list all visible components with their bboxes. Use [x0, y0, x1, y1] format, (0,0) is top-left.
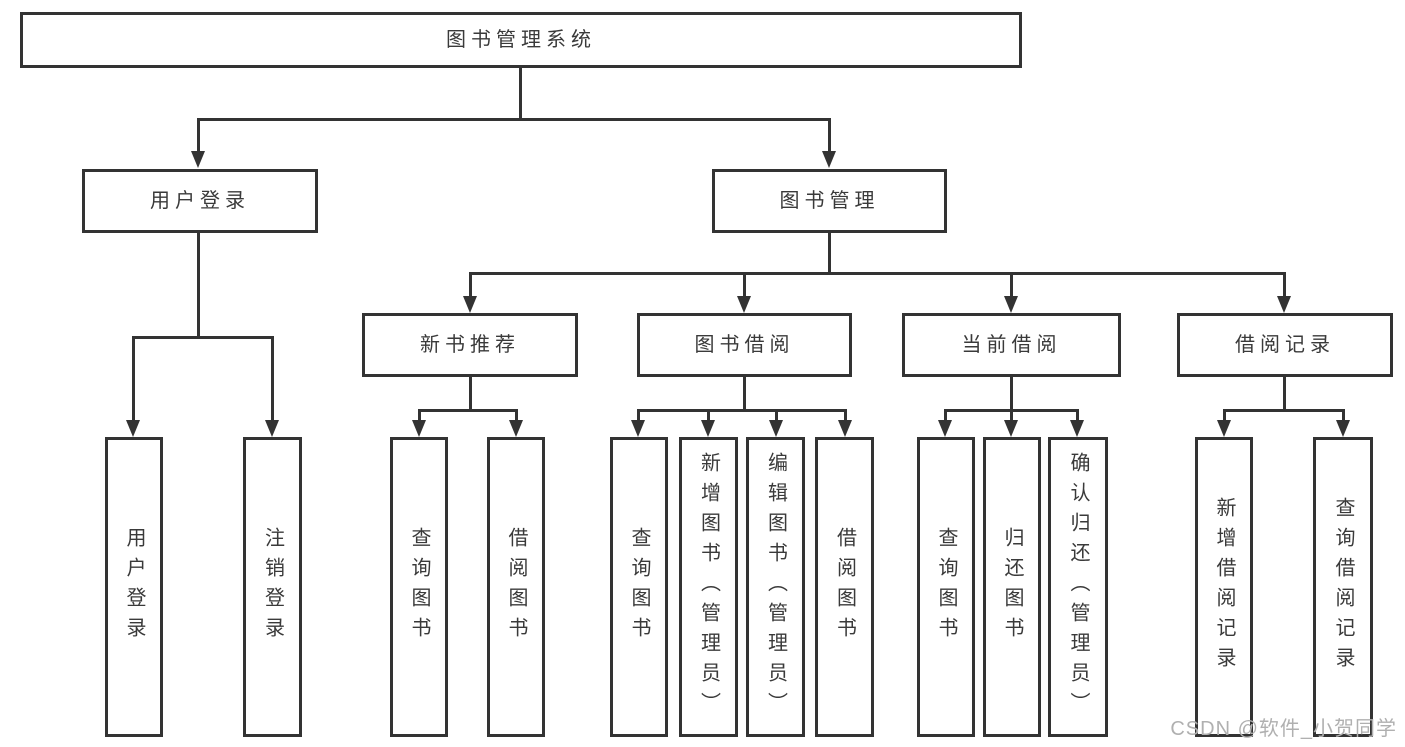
connector-branch [418, 409, 518, 412]
arrow-down-icon [1217, 420, 1231, 437]
connector-user-login-branch [132, 336, 274, 339]
leaf-borrow-books-recommend: 借阅图书 [487, 437, 545, 737]
leaf-return-books: 归还图书 [983, 437, 1041, 737]
connector-stem [469, 377, 472, 411]
node-book-management: 图书管理 [712, 169, 947, 233]
leaf-label: 归还图书 [1001, 527, 1023, 647]
leaf-query-books-recommend: 查询图书 [390, 437, 448, 737]
connector-root-branch [197, 118, 831, 121]
leaf-label: 查询图书 [408, 527, 430, 647]
connector-to-leaf [515, 409, 518, 424]
connector-to-leaf [844, 409, 847, 424]
arrow-down-icon [1277, 296, 1291, 313]
leaf-confirm-return-admin: 确认归还（管理员） [1048, 437, 1108, 737]
leaf-label: 确认归还（管理员） [1067, 452, 1089, 722]
connector-book-management-branch [469, 272, 1286, 275]
arrow-down-icon [1004, 420, 1018, 437]
leaf-edit-books-admin: 编辑图书（管理员） [746, 437, 805, 737]
arrow-down-icon [1004, 296, 1018, 313]
leaf-label: 查询图书 [628, 527, 650, 647]
connector-to-leaf [637, 409, 640, 424]
arrow-down-icon [701, 420, 715, 437]
connector-to-leaf [132, 336, 135, 422]
connector-to-borrow-records [1283, 272, 1286, 300]
leaf-add-books-admin: 新增图书（管理员） [679, 437, 738, 737]
connector-to-leaf [1010, 409, 1013, 424]
leaf-logout: 注销登录 [243, 437, 302, 737]
leaf-user-login: 用户登录 [105, 437, 163, 737]
node-user-login: 用户登录 [82, 169, 318, 233]
leaf-label: 查询借阅记录 [1332, 497, 1354, 677]
connector-to-book-borrow [743, 272, 746, 300]
leaf-label: 注销登录 [261, 527, 284, 647]
connector-to-current-borrow [1010, 272, 1013, 300]
connector-to-leaf [418, 409, 421, 424]
connector-to-leaf [775, 409, 778, 424]
arrow-down-icon [463, 296, 477, 313]
arrow-down-icon [838, 420, 852, 437]
connector-stem [1283, 377, 1286, 411]
connector-to-leaf [944, 409, 947, 424]
connector-user-login-stem [197, 233, 200, 338]
node-user-login-label: 用户登录 [150, 190, 250, 212]
arrow-down-icon [265, 420, 279, 437]
leaf-add-borrow-record: 新增借阅记录 [1195, 437, 1253, 737]
arrow-down-icon [509, 420, 523, 437]
connector-to-new-book [469, 272, 472, 300]
leaf-label: 查询图书 [935, 527, 957, 647]
leaf-query-books-current: 查询图书 [917, 437, 975, 737]
leaf-query-books-borrow: 查询图书 [610, 437, 668, 737]
connector-to-leaf [707, 409, 710, 424]
arrow-down-icon [1336, 420, 1350, 437]
connector-to-leaf [1342, 409, 1345, 424]
leaf-label: 新增借阅记录 [1213, 497, 1235, 677]
leaf-label: 新增图书（管理员） [697, 452, 720, 722]
connector-to-leaf [1076, 409, 1079, 424]
connector-to-leaf [271, 336, 274, 422]
leaf-label: 用户登录 [123, 527, 145, 647]
arrow-down-icon [737, 296, 751, 313]
connector-branch [637, 409, 845, 412]
node-root-label: 图书管理系统 [446, 29, 596, 51]
arrow-down-icon [631, 420, 645, 437]
leaf-query-borrow-record: 查询借阅记录 [1313, 437, 1373, 737]
leaf-label: 编辑图书（管理员） [764, 452, 787, 722]
node-borrow-records: 借阅记录 [1177, 313, 1393, 377]
node-book-borrow: 图书借阅 [637, 313, 852, 377]
node-new-book-recommend-label: 新书推荐 [420, 334, 520, 356]
leaf-borrow-books: 借阅图书 [815, 437, 874, 737]
arrow-down-icon [191, 151, 205, 168]
node-new-book-recommend: 新书推荐 [362, 313, 578, 377]
connector-to-book-management [828, 118, 831, 154]
connector-branch [1223, 409, 1344, 412]
node-current-borrow-label: 当前借阅 [961, 334, 1062, 356]
arrow-down-icon [126, 420, 140, 437]
arrow-down-icon [1070, 420, 1084, 437]
leaf-label: 借阅图书 [505, 527, 527, 647]
node-book-management-label: 图书管理 [779, 190, 880, 212]
connector-stem [1010, 377, 1013, 411]
connector-to-user-login [197, 118, 200, 154]
node-current-borrow: 当前借阅 [902, 313, 1121, 377]
node-root: 图书管理系统 [20, 12, 1022, 68]
watermark: CSDN @软件_小贺同学 [1170, 718, 1397, 740]
arrow-down-icon [822, 151, 836, 168]
connector-root-stem [519, 68, 522, 121]
connector-to-leaf [1223, 409, 1226, 424]
leaf-label: 借阅图书 [833, 527, 856, 647]
connector-book-management-stem [828, 233, 831, 274]
connector-stem [743, 377, 746, 411]
node-borrow-records-label: 借阅记录 [1235, 334, 1335, 356]
arrow-down-icon [412, 420, 426, 437]
node-book-borrow-label: 图书借阅 [694, 334, 795, 356]
arrow-down-icon [938, 420, 952, 437]
arrow-down-icon [769, 420, 783, 437]
